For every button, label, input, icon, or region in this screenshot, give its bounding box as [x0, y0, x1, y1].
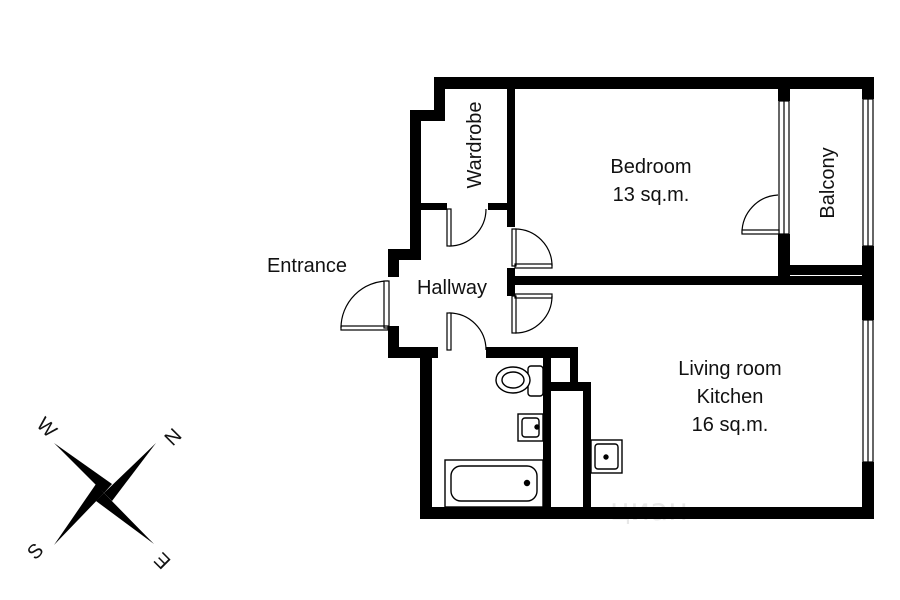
bathtub-icon — [444, 459, 544, 508]
bath-sink-icon — [517, 413, 544, 442]
wall-wardrobe-bottom-left — [421, 203, 447, 210]
toilet-icon — [495, 365, 544, 397]
wall-right-bottom — [862, 462, 874, 519]
door-entrance-leaf — [383, 280, 390, 329]
door-bedroom-leaf — [511, 228, 517, 267]
door-living-leaf — [511, 295, 517, 334]
compass-e-label: E — [150, 548, 175, 573]
wall-bed-living — [507, 276, 874, 285]
wall-entrance-top — [388, 249, 421, 260]
room-labels: Entrance Hallway Wardrobe Bedroom 13 sq.… — [267, 101, 839, 436]
wall-balcony-floor — [778, 265, 874, 275]
wall-left-upper — [410, 110, 421, 260]
walls — [388, 77, 874, 519]
wall-entrance-left-bottom — [388, 326, 399, 358]
door-bath-leaf — [446, 312, 452, 351]
label-bedroom-area: 13 sq.m. — [613, 184, 690, 206]
compass-n-label: N — [159, 423, 185, 449]
doors — [340, 194, 780, 351]
door-balcony-leaf — [741, 229, 780, 235]
door-wardrobe-leaf — [446, 208, 452, 247]
wall-bottom — [420, 507, 874, 519]
wall-wardrobe-bottom-right — [488, 203, 515, 210]
wall-wardrobe-right — [507, 89, 515, 227]
wall-right-top — [862, 77, 874, 99]
wall-notch-top — [434, 77, 445, 117]
compass: W N S E — [23, 413, 185, 572]
compass-s-label: S — [23, 539, 48, 564]
wall-shaft-left — [543, 382, 551, 512]
wall-notch-horizontal — [410, 110, 445, 121]
fixtures — [444, 365, 623, 508]
wall-shaft-top — [543, 382, 591, 391]
wall-shaft-upper-right — [570, 347, 578, 391]
wall-entrance-left-top — [388, 249, 399, 277]
wall-hall-bottom-right — [486, 347, 578, 358]
wall-balcony-top — [778, 89, 790, 101]
compass-arrow-n — [104, 443, 156, 501]
compass-arrow-w — [54, 443, 112, 493]
label-living-room: Living room — [678, 358, 781, 380]
wall-hall-bottom-left — [388, 347, 438, 358]
wall-bath-shaft-left — [543, 347, 551, 391]
wall-bath-left — [420, 347, 432, 519]
wall-balcony-bottom — [778, 234, 790, 284]
compass-arrow-s — [54, 484, 104, 545]
label-hallway: Hallway — [417, 277, 487, 299]
compass-w-label: W — [32, 413, 61, 442]
label-balcony: Balcony — [817, 147, 839, 218]
label-kitchen: Kitchen — [697, 386, 764, 408]
wall-shaft-right — [583, 382, 591, 512]
label-bedroom: Bedroom — [610, 156, 691, 178]
kitchen-sink-icon — [590, 439, 623, 474]
label-entrance: Entrance — [267, 255, 347, 277]
label-living-area: 16 sq.m. — [692, 414, 769, 436]
label-wardrobe: Wardrobe — [464, 101, 486, 188]
wall-top — [434, 77, 874, 89]
compass-arrow-e — [96, 493, 154, 544]
windows — [778, 98, 874, 463]
